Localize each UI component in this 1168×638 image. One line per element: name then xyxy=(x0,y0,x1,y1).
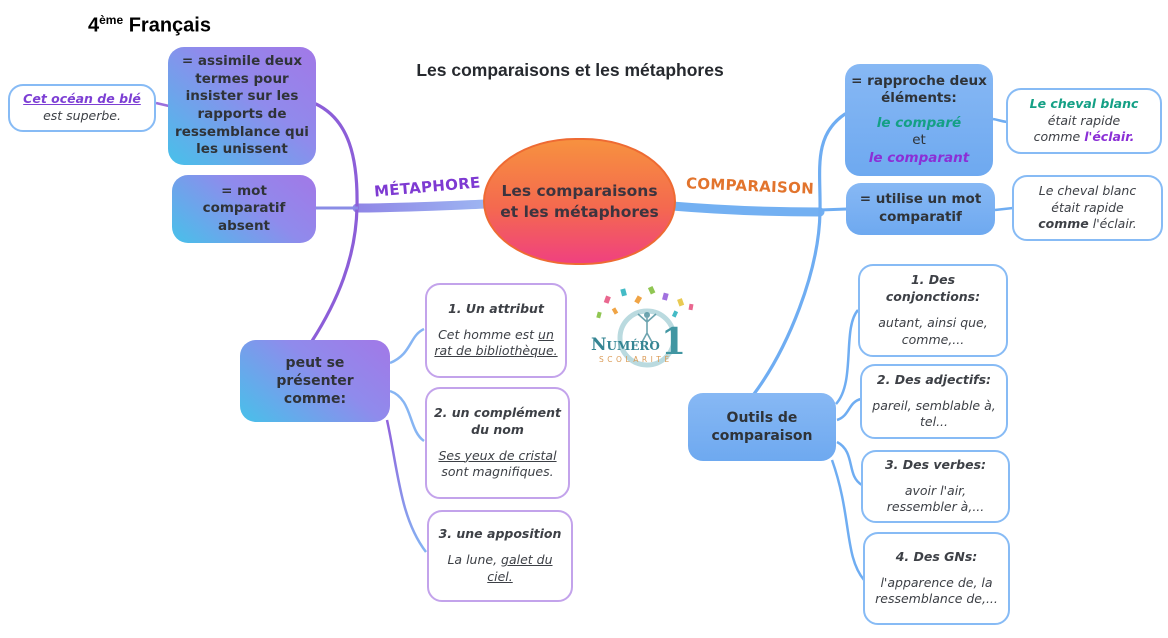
body-underlined: un rat de bibliothèque. xyxy=(434,326,558,359)
example2-line2: était rapide xyxy=(1051,199,1124,215)
line3-bold: comme xyxy=(1038,216,1089,232)
example2-line1: Le cheval blanc xyxy=(1038,182,1137,198)
logo-number: 1 xyxy=(661,321,686,363)
comparaison-definition2-node: = utilise un mot comparatif xyxy=(846,183,995,235)
example1-subject: Le cheval blanc xyxy=(1029,95,1139,111)
page-header: 4ème Français xyxy=(88,13,211,38)
connector-outils-conjonctions xyxy=(835,309,860,405)
line3-pre: comme xyxy=(1033,129,1085,145)
connector-example-cheval2 xyxy=(994,206,1014,212)
example-highlight: Cet océan de blé xyxy=(23,91,141,107)
comparaison-definition-node: = rapproche deux éléments: le comparé et… xyxy=(845,64,993,176)
tool-verbes-box: 3. Des verbes: avoir l'air, ressembler à… xyxy=(861,450,1010,523)
line3-post: l'éclair. xyxy=(1088,216,1137,232)
logo-figure-icon xyxy=(637,312,657,345)
tool-gns-title: 4. Des GNs: xyxy=(895,548,978,564)
tool-conjonctions-title: 1. Des conjonctions: xyxy=(885,272,981,305)
definition-intro: = rapproche deux éléments: xyxy=(851,72,987,107)
outils-node: Outils de comparaison xyxy=(688,393,836,461)
connector-peut-attribut xyxy=(389,327,425,365)
logo-ring xyxy=(617,308,677,368)
connector-peut-complement xyxy=(389,389,425,443)
logo-graphic: Numéro 1 SCOLARITÉ xyxy=(591,286,694,368)
definition-compared: le comparé xyxy=(876,114,962,131)
body-underlined: Ses yeux de cristal xyxy=(438,447,557,463)
connector-example-cheval1 xyxy=(992,117,1008,124)
tool-conjonctions-body: autant, ainsi que, comme,... xyxy=(878,315,988,347)
connector-arc-comparaison xyxy=(752,112,847,396)
form-apposition-title: 3. une apposition xyxy=(438,526,562,542)
subject-label: Français xyxy=(123,14,211,37)
form-complement-title: 2. un complément du nom xyxy=(433,404,562,437)
connector-trunk-comparaison xyxy=(667,201,825,217)
connector-trunk-metaphore xyxy=(352,199,491,213)
line3-highlight: l'éclair. xyxy=(1084,129,1135,145)
metaphore-definition-node: = assimile deux termes pour insister sur… xyxy=(168,47,316,165)
example-rest: est superbe. xyxy=(43,108,121,123)
grade-suffix: ème xyxy=(99,13,124,27)
connector-peut-apposition xyxy=(385,419,427,553)
connector-outils-adjectifs xyxy=(836,397,862,422)
numero1-scolarite-logo: Numéro 1 SCOLARITÉ xyxy=(583,284,713,376)
connector-outils-gns xyxy=(830,459,865,581)
form-complement-body: Ses yeux de cristal sont magnifiques. xyxy=(433,448,562,482)
comparaison-example2-box: Le cheval blanc était rapide comme l'écl… xyxy=(1012,175,1163,241)
map-title: Les comparaisons et les métaphores xyxy=(416,60,724,80)
tool-adjectifs-body: pareil, semblable à, tel... xyxy=(872,397,996,430)
form-attribut-body: Cet homme est un rat de bibliothèque. xyxy=(433,327,559,361)
tool-adjectifs-title: 2. Des adjectifs: xyxy=(876,371,992,387)
example2-line3: comme l'éclair. xyxy=(1038,216,1137,233)
tool-verbes-title: 3. Des verbes: xyxy=(884,456,987,472)
logo-confetti xyxy=(596,286,694,319)
tool-verbes-body: avoir l'air, ressembler à,... xyxy=(886,482,985,515)
metaphore-presentation-node: peut se présenter comme: xyxy=(240,340,390,422)
definition-conjunction: et xyxy=(912,132,926,149)
connector-example-ocean xyxy=(155,101,170,108)
form-complement-box: 2. un complément du nom Ses yeux de cris… xyxy=(425,387,570,499)
grade-number: 4 xyxy=(88,14,100,37)
form-apposition-box: 3. une apposition La lune, galet du ciel… xyxy=(427,510,573,602)
tool-conjonctions-box: 1. Des conjonctions: autant, ainsi que, … xyxy=(858,264,1008,357)
tool-adjectifs-box: 2. Des adjectifs: pareil, semblable à, t… xyxy=(860,364,1008,439)
body-underlined: galet du ciel. xyxy=(487,552,553,584)
logo-brand-text: Numéro xyxy=(591,335,660,355)
example1-line3: comme l'éclair. xyxy=(1034,129,1135,146)
tool-gns-box: 4. Des GNs: l'apparence de, la ressembla… xyxy=(863,532,1010,625)
form-attribut-box: 1. Un attribut Cet homme est un rat de b… xyxy=(425,283,567,378)
connector-outils-verbes xyxy=(836,440,863,487)
body-pre: Cet homme est xyxy=(438,326,539,342)
form-attribut-title: 1. Un attribut xyxy=(448,300,544,316)
form-apposition-body: La lune, galet du ciel. xyxy=(435,552,565,586)
metaphore-definition2-node: = mot comparatif absent xyxy=(172,175,316,243)
connector-utilise xyxy=(819,207,848,212)
body-pre: La lune, xyxy=(447,552,502,568)
metaphore-example-box: Cet océan de blé est superbe. xyxy=(8,84,156,132)
tool-gns-body: l'apparence de, la ressemblance de,... xyxy=(875,574,998,607)
definition-comparant: le comparant xyxy=(868,149,970,166)
comparaison-example1-box: Le cheval blanc était rapide comme l'écl… xyxy=(1006,88,1162,154)
connector-arc-metaphore xyxy=(310,102,359,343)
example1-line2: était rapide xyxy=(1047,112,1121,128)
central-node: Les comparaisons et les métaphores xyxy=(483,138,676,265)
body-post: sont magnifiques. xyxy=(441,464,554,480)
logo-sub-text: SCOLARITÉ xyxy=(599,355,673,364)
